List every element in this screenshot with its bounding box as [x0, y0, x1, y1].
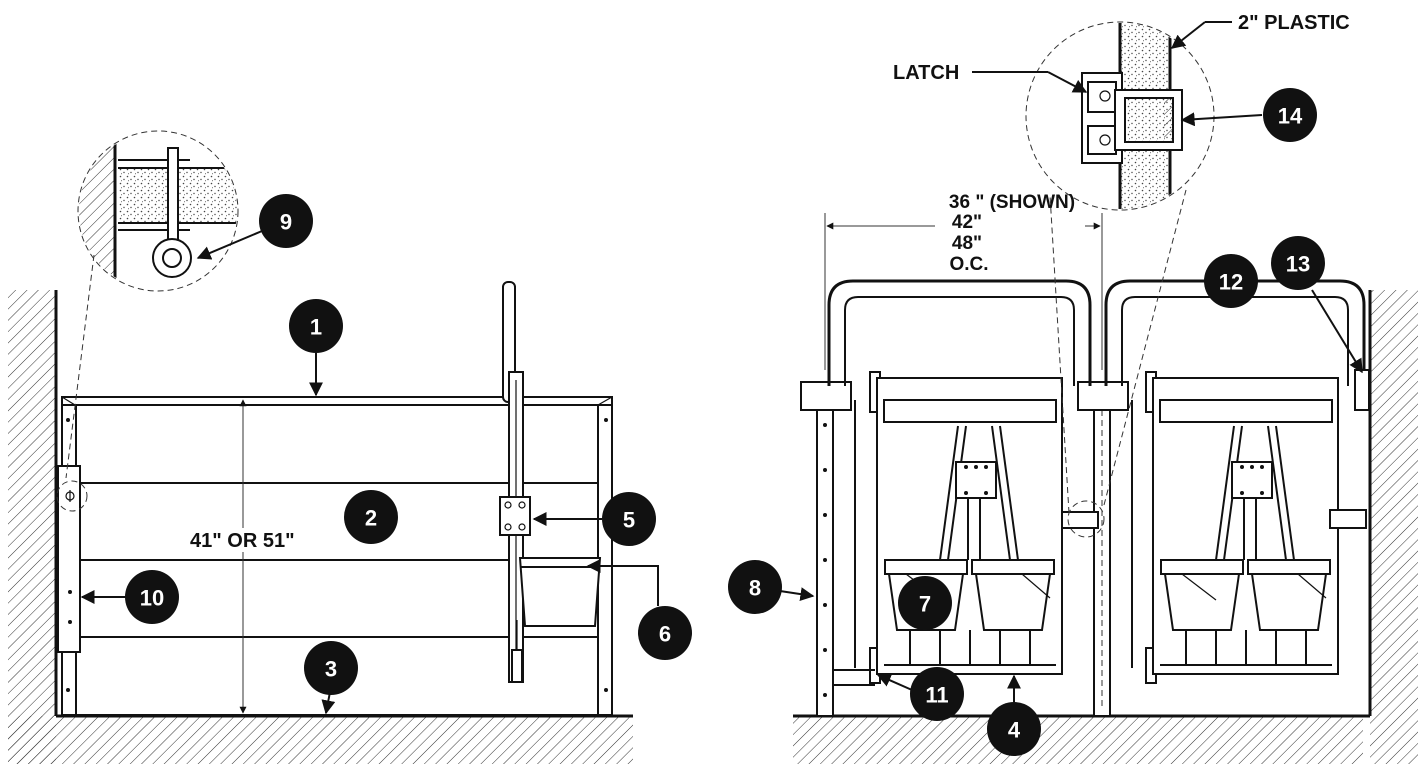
- callout-6: 6: [638, 606, 692, 660]
- spacing-label-4: O.C.: [949, 254, 988, 275]
- feeding-gate-right: [1131, 377, 1367, 675]
- callout-10: 10: [125, 570, 179, 624]
- floor-hatch-right: [793, 716, 1363, 764]
- svg-text:3: 3: [325, 657, 337, 682]
- callout-1: 1: [289, 299, 343, 353]
- svg-text:5: 5: [623, 508, 635, 533]
- spacing-label-3: 48": [952, 233, 982, 254]
- end-post: [816, 395, 834, 717]
- detail-bubble-14: [1025, 21, 1215, 538]
- latch-label: LATCH: [893, 62, 959, 84]
- callout-9: 9: [259, 194, 313, 248]
- right-elevation-view: 36 " (SHOWN) 42" 48" O.C.: [793, 12, 1418, 764]
- latch-plate: [499, 496, 531, 536]
- svg-text:6: 6: [659, 622, 671, 647]
- feed-bucket: [518, 557, 602, 627]
- callout-11: 11: [910, 667, 964, 721]
- loop-handle-left: [827, 279, 1092, 386]
- callout-12: 12: [1204, 254, 1258, 308]
- callout-13: 13: [1271, 236, 1325, 290]
- wall-bracket: [57, 465, 81, 653]
- height-dimension-label: 41" OR 51": [190, 530, 295, 552]
- left-wall-hatch: [8, 290, 56, 764]
- spacing-label-1: 36 " (SHOWN): [949, 192, 1075, 213]
- svg-text:13: 13: [1286, 252, 1310, 277]
- svg-text:9: 9: [280, 210, 292, 235]
- plastic-label: 2" PLASTIC: [1238, 12, 1350, 34]
- svg-text:10: 10: [140, 586, 164, 611]
- svg-text:4: 4: [1008, 718, 1021, 743]
- right-wall-hatch: [1370, 290, 1418, 764]
- left-elevation-view: 41" OR 51": [8, 130, 633, 764]
- svg-text:2: 2: [365, 506, 377, 531]
- bucket-left-b: [971, 559, 1055, 575]
- callout-5: 5: [602, 492, 656, 546]
- svg-text:12: 12: [1219, 270, 1243, 295]
- svg-text:14: 14: [1278, 104, 1303, 129]
- spacing-label-2: 42": [952, 212, 982, 233]
- callout-14: 14: [1263, 88, 1317, 142]
- callout-7: 7: [898, 576, 952, 630]
- feeding-gate-left: [854, 377, 1063, 675]
- callout-2: 2: [344, 490, 398, 544]
- bucket-left-a: [884, 559, 968, 575]
- svg-text:1: 1: [310, 315, 322, 340]
- svg-text:8: 8: [749, 576, 761, 601]
- floor-hatch-left: [8, 716, 633, 764]
- callouts: 1 2 3 4 5 6 7 8 9 10 11 12 13 14: [80, 88, 1363, 756]
- callout-3: 3: [304, 641, 358, 695]
- callout-8: 8: [728, 560, 782, 614]
- svg-text:7: 7: [919, 592, 931, 617]
- svg-text:11: 11: [925, 683, 948, 708]
- detail-bubble-9: [56, 130, 239, 512]
- callout-4: 4: [987, 702, 1041, 756]
